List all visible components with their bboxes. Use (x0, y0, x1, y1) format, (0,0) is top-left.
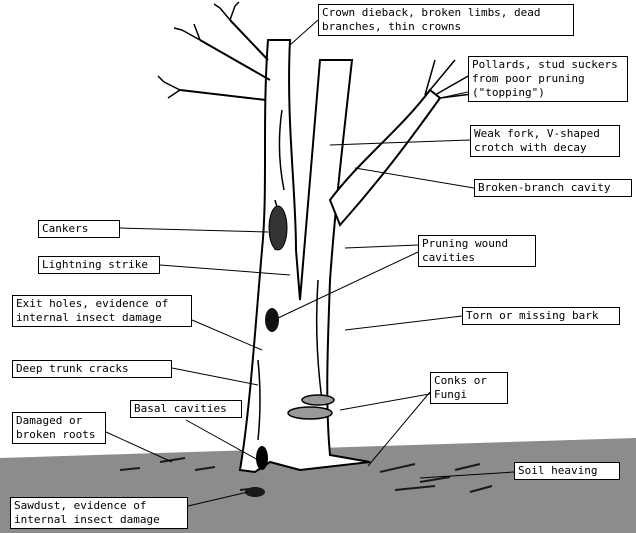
label-torn-bark: Torn or missing bark (462, 307, 620, 325)
canker (269, 206, 287, 250)
label-broken-branch-cavity: Broken-branch cavity (474, 179, 632, 197)
label-exit-holes: Exit holes, evidence of internal insect … (12, 295, 192, 327)
label-deep-trunk-cracks: Deep trunk cracks (12, 360, 172, 378)
label-sawdust: Sawdust, evidence of internal insect dam… (10, 497, 188, 529)
label-conks-fungi: Conks or Fungi (430, 372, 508, 404)
label-cankers: Cankers (38, 220, 120, 238)
label-lightning-strike: Lightning strike (38, 256, 160, 274)
label-pollards: Pollards, stud suckers from poor pruning… (468, 56, 628, 102)
label-crown-dieback: Crown dieback, broken limbs, dead branch… (318, 4, 574, 36)
pruning-wound-cavity (265, 308, 279, 332)
label-soil-heaving: Soil heaving (514, 462, 620, 480)
label-pruning-wound-cavities: Pruning wound cavities (418, 235, 536, 267)
label-weak-fork: Weak fork, V-shaped crotch with decay (470, 125, 620, 157)
basal-cavity (256, 446, 268, 470)
label-damaged-roots: Damaged or broken roots (12, 412, 106, 444)
label-basal-cavities: Basal cavities (130, 400, 242, 418)
